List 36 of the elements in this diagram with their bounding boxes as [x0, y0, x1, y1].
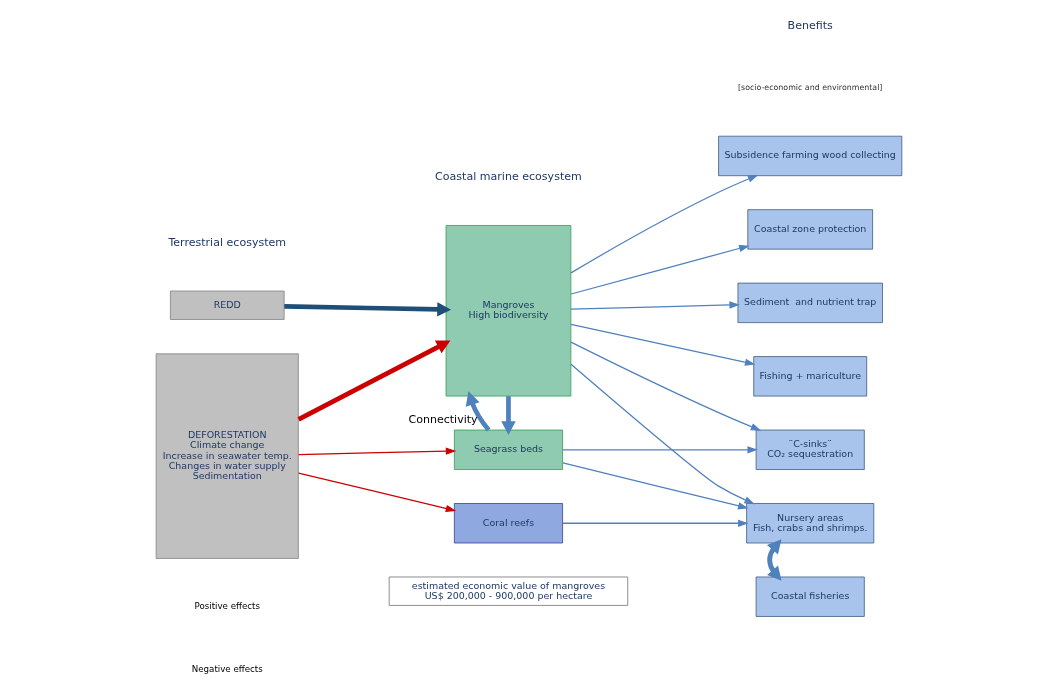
node-box: DEFORESTATION Climate change Increase in seawater temp. Changes in water supply Sedimentation	[155, 353, 299, 559]
node-box: REDD	[169, 290, 285, 320]
node-box: estimated economic value of mangroves US$ 200,000 - 900,000 per hectare	[388, 576, 628, 606]
node-box: Subsidence farming wood collecting	[717, 135, 902, 177]
label: [socio-economic and environmental]	[737, 82, 882, 92]
arrow	[297, 340, 450, 422]
node-box: Coral reefs	[453, 503, 563, 544]
arrow	[569, 341, 761, 431]
node-box: Nursery areas Fish, crabs and shrimps.	[745, 503, 874, 544]
arrow	[297, 472, 456, 512]
node-box: ¨C-sinks¨ CO₂ sequestration	[755, 429, 865, 470]
node-box: Mangroves High biodiversity	[445, 225, 571, 397]
edge-label: Connectivity	[407, 412, 478, 426]
arrow	[297, 447, 456, 456]
arrow	[283, 302, 451, 317]
arrow	[569, 363, 755, 505]
node-box: Coastal fisheries	[755, 576, 865, 617]
legend-label: Positive effects	[193, 601, 260, 612]
label: Benefits	[787, 18, 833, 32]
legend-label: Negative effects	[191, 663, 263, 674]
arrow	[569, 323, 755, 366]
arrow	[561, 519, 748, 527]
node-box: Fishing + mariculture	[752, 356, 867, 397]
arrow	[561, 446, 758, 454]
label: Coastal marine ecosystem	[434, 170, 582, 184]
arrow	[465, 391, 490, 432]
node-box: Sediment and nutrient trap	[737, 282, 883, 323]
node-box: Coastal zone protection	[746, 209, 873, 250]
arrow	[500, 396, 516, 436]
arrow	[569, 174, 758, 274]
arrow	[569, 301, 740, 310]
node-box: Seagrass beds	[453, 429, 563, 470]
arrow	[766, 539, 782, 581]
label: Terrestrial ecosystem	[167, 235, 286, 249]
arrow	[561, 462, 748, 510]
arrow	[569, 244, 749, 295]
